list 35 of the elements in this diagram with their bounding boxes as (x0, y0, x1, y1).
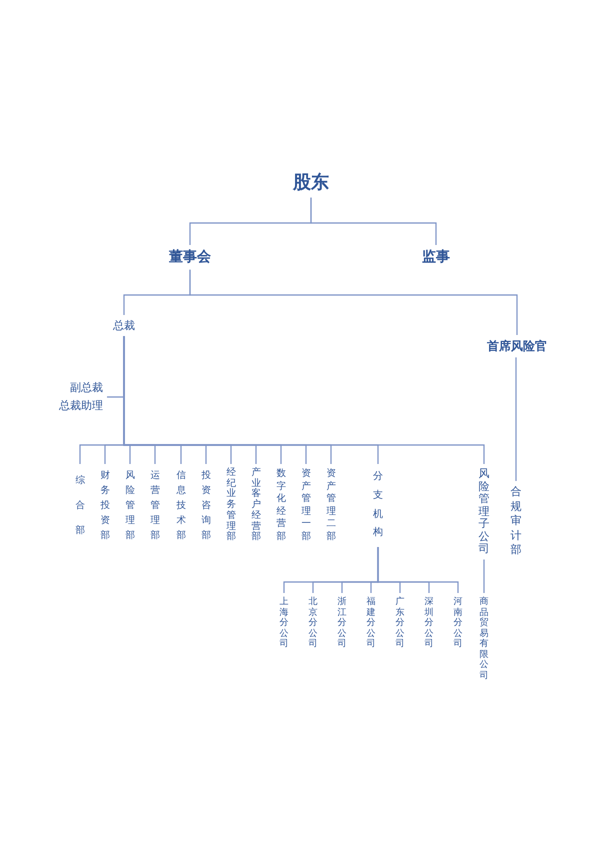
department-label: 北京分公司 (308, 597, 318, 650)
department-label: 投资咨询部 (201, 468, 211, 543)
department-label: 合规审计部 (510, 485, 522, 558)
department-label: 深圳分公司 (424, 597, 434, 650)
department-label: 上海分公司 (280, 597, 288, 650)
role-label: 股东 (293, 172, 329, 194)
connector-line (377, 547, 459, 593)
department-label: 资产管理一部 (301, 468, 311, 543)
role-label: 副总裁 (70, 380, 103, 396)
department-label: 风险管理部 (125, 468, 135, 543)
connector-line (483, 560, 485, 593)
department-label: 经纪业务管理部 (226, 468, 236, 544)
department-label: 福建分公司 (366, 597, 376, 650)
department-label: 广东分公司 (396, 597, 404, 650)
role-label: 监事 (422, 249, 450, 266)
connector-line (515, 357, 517, 481)
department-label: 风险管理子公司 (478, 468, 490, 556)
department-label: 综合部 (75, 468, 85, 543)
role-label: 首席风险官 (487, 339, 547, 354)
department-label: 运营管理部 (150, 468, 160, 543)
role-label: 总裁 (113, 319, 135, 332)
department-label: 财务投资部 (100, 468, 110, 543)
department-label: 商品贸易有限公司 (480, 597, 488, 681)
department-label: 资产管理二部 (326, 468, 336, 543)
connector-line (189, 270, 518, 335)
department-label: 产业客户经营部 (251, 468, 261, 544)
connector-line (123, 336, 485, 464)
role-label: 总裁助理 (59, 398, 103, 414)
department-label: 数字化经营部 (276, 468, 286, 543)
department-label: 分支机构 (373, 468, 383, 543)
connector-line (310, 198, 437, 245)
role-label: 董事会 (169, 249, 211, 266)
department-label: 浙江分公司 (338, 597, 346, 650)
department-label: 信息技术部 (176, 468, 186, 543)
department-label: 河南分公司 (454, 597, 462, 650)
